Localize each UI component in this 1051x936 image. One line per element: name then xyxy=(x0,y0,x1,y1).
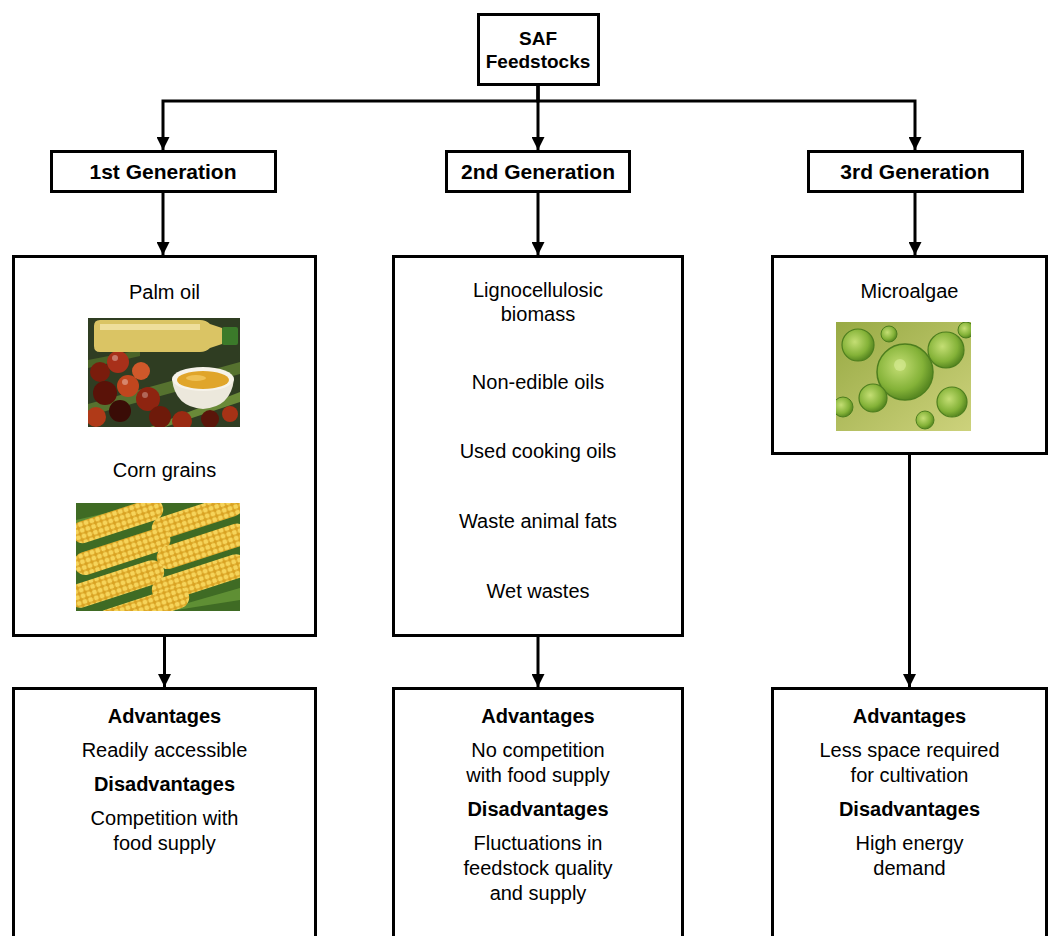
feedstock-name: Microalgae xyxy=(861,279,959,303)
palm-oil-photo-part xyxy=(88,407,106,427)
palm-oil-photo-part xyxy=(109,400,131,422)
arrow-connector xyxy=(162,193,165,255)
pros-cons-text: High energy demand xyxy=(818,831,1001,881)
microalgae-photo-part xyxy=(916,411,934,429)
feedstock-name: Non-edible oils xyxy=(472,370,604,394)
pros-cons-heading: Disadvantages xyxy=(94,772,235,797)
palm-oil-photo-part xyxy=(177,371,229,389)
palm-oil-photo-part xyxy=(117,375,139,397)
pros-cons-text: Competition with food supply xyxy=(72,806,257,856)
palm-oil-photo-part xyxy=(112,355,118,361)
pros-cons-text: No competition with food supply xyxy=(453,738,623,788)
pros-cons-heading: Advantages xyxy=(108,704,221,729)
pros-cons-heading: Advantages xyxy=(853,704,966,729)
arrow-connector xyxy=(163,86,538,150)
summary-box: AdvantagesReadily accessibleDisadvantage… xyxy=(12,687,317,936)
feedstock-box: Microalgae xyxy=(771,255,1048,455)
palm-oil-photo-part xyxy=(142,392,148,398)
palm-oil-photo-part xyxy=(201,410,219,427)
feedstock-box: Lignocellulosic biomassNon-edible oilsUs… xyxy=(392,255,684,637)
microalgae-photo-part xyxy=(894,359,906,371)
palm-oil-photo-part xyxy=(222,327,238,345)
summary-box: Advantages No competition with food suppl… xyxy=(392,687,684,936)
arrow-connector xyxy=(538,86,915,150)
palm-oil-photo-part xyxy=(172,367,234,391)
pros-cons-text: Less space required for cultivation xyxy=(818,738,1001,788)
feedstock-box: Palm oilCorn grains xyxy=(12,255,317,637)
pros-cons-heading: Disadvantages xyxy=(839,797,980,822)
microalgae-photo-part xyxy=(859,384,887,412)
corn-grains-photo xyxy=(76,503,240,611)
palm-oil-photo-part xyxy=(88,318,240,427)
generation-box: 1st Generation xyxy=(50,150,277,193)
palm-oil-photo-part xyxy=(93,381,117,405)
feedstock-name: Wet wastes xyxy=(487,579,590,603)
microalgae-photo-part xyxy=(958,322,971,338)
feedstock-name: Palm oil xyxy=(129,280,200,304)
root-box: SAF Feedstocks xyxy=(477,13,600,86)
node-title: 1st Generation xyxy=(89,159,236,184)
arrow-connector xyxy=(914,193,917,255)
feedstock-name: Used cooking oils xyxy=(460,439,617,463)
palm-oil-photo-part xyxy=(122,379,128,385)
pros-cons-text: Readily accessible xyxy=(82,738,248,763)
palm-oil-photo-part xyxy=(132,362,150,380)
summary-box: AdvantagesLess space required for cultiv… xyxy=(771,687,1048,936)
pros-cons-text: Fluctuations in feedstock quality and su… xyxy=(453,831,623,906)
palm-oil-photo-part xyxy=(107,351,129,373)
arrow-connector xyxy=(537,637,540,687)
palm-oil-photo-part xyxy=(172,411,192,427)
generation-box: 2nd Generation xyxy=(445,150,631,193)
palm-oil-photo-part xyxy=(94,320,222,352)
pros-cons-heading: Disadvantages xyxy=(467,797,608,822)
node-title: 3rd Generation xyxy=(840,159,989,184)
microalgae-photo-part xyxy=(937,387,967,417)
palm-oil-photo-part xyxy=(149,406,171,427)
corn-grains-photo-part xyxy=(95,584,192,611)
microalgae-photo-part xyxy=(836,397,853,417)
arrow-connector xyxy=(908,455,911,687)
microalgae-photo-part xyxy=(881,326,897,342)
microalgae-photo-part xyxy=(836,322,971,431)
node-title: SAF Feedstocks xyxy=(481,27,596,73)
feedstock-name: Waste animal fats xyxy=(459,509,617,533)
feedstock-name: Lignocellulosic biomass xyxy=(448,278,628,326)
palm-oil-photo-part xyxy=(90,362,110,382)
palm-oil-photo-part xyxy=(222,406,238,422)
palm-oil-photo-part xyxy=(186,375,206,381)
arrow-connector xyxy=(537,193,540,255)
microalgae-photo xyxy=(836,322,971,431)
microalgae-photo-part xyxy=(842,329,874,361)
feedstock-name: Corn grains xyxy=(113,458,216,482)
palm-oil-photo-part xyxy=(100,324,200,330)
microalgae-photo-part xyxy=(928,332,964,368)
pros-cons-heading: Advantages xyxy=(481,704,594,729)
palm-oil-photo xyxy=(88,318,240,427)
arrow-connector xyxy=(163,637,166,687)
generation-box: 3rd Generation xyxy=(807,150,1024,193)
node-title: 2nd Generation xyxy=(461,159,615,184)
